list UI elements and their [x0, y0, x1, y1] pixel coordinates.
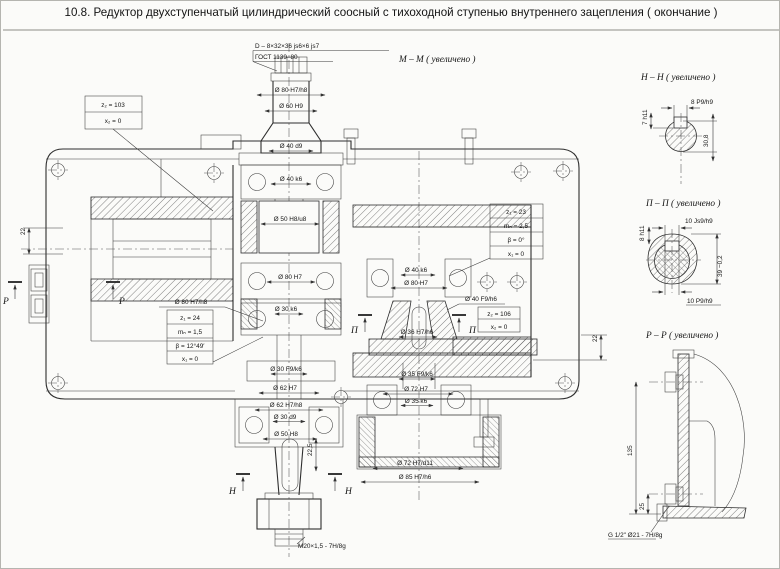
- gear-table-z103: z₂ = 103 x₂ = 0: [84, 95, 214, 212]
- dim-thread-m20: M20×1,5 - 7H/8g: [298, 543, 346, 550]
- dim-rr-span: 135: [627, 445, 634, 456]
- dimensions: Ø 80 H7/h8 Ø 60 H9 Ø 40 d9 Ø 40 k6 Ø 50 …: [20, 87, 607, 550]
- view-label-pp: П – П ( увеличено ): [645, 198, 720, 209]
- view-label-rr: Р – Р ( увеличено ): [645, 330, 718, 341]
- bolt-hole: [506, 271, 528, 293]
- dim-d30f9k6: Ø 30 F9/k6: [270, 366, 302, 373]
- dim-d40d9: Ø 40 d9: [280, 143, 303, 150]
- gear-table-z106: z₂ = 106 x₂ = 0: [477, 306, 521, 333]
- bearing-ball: [316, 173, 334, 191]
- section-letter-pi: П: [468, 326, 477, 336]
- view-label-hh: Н – Н ( увеличено ): [640, 72, 715, 83]
- gear-param: β = 0°: [507, 236, 525, 244]
- intermediate-shaft: [366, 258, 538, 416]
- bolt-hole: [203, 162, 225, 184]
- gear-table-z23: z₁ = 23 mₙ = 2,5 β = 0° x₁ = 0: [448, 203, 544, 277]
- section-letter-p: Р: [2, 297, 9, 307]
- dim-d36h7h6: Ø 36 H7/h6: [401, 329, 434, 336]
- spline-designation: D – 8×32×36 js6×6 js7: [255, 43, 320, 50]
- bearing-ball: [316, 272, 334, 290]
- gear-param: z₂ = 103: [101, 102, 125, 109]
- gear-param: x₁ = 0: [508, 251, 525, 258]
- bolt-hole: [476, 271, 498, 293]
- bolt-hole: [510, 161, 532, 183]
- bearing-ball: [245, 416, 263, 434]
- dim-22-5: 22,5: [307, 443, 314, 456]
- bottom-cover: [356, 398, 502, 470]
- output-shaft: [234, 398, 344, 547]
- section-letter-h: Н: [344, 487, 353, 497]
- gear-param: x₁ = 0: [182, 356, 199, 363]
- gear-param: x₂ = 0: [491, 324, 508, 331]
- dim-pp-height: 39 −0,2: [717, 255, 724, 277]
- dim-d35f9k6: Ø 35 F9/k6: [401, 371, 433, 378]
- gear-table-z24: z₁ = 24 mₙ = 1,5 β = 12°49′ x₁ = 0: [166, 309, 264, 365]
- section-letter-p: Р: [118, 297, 125, 307]
- bolt-hole: [47, 372, 69, 394]
- bearing-ball: [315, 416, 333, 434]
- bolt-hole: [552, 160, 574, 182]
- housing: [28, 128, 580, 408]
- dim-22-right: 22: [592, 334, 599, 342]
- detail-hh: Н – Н ( увеличено ) 8 P9/h9 7 h11 30,8: [640, 72, 717, 184]
- cover-stud: [473, 398, 495, 448]
- dim-pp-key-depth: 8 h11: [639, 225, 646, 241]
- dim-d40k6-right: Ø 40 k6: [405, 267, 428, 274]
- dim-22-left: 22: [20, 227, 27, 235]
- gear-wheel-z103: [90, 165, 234, 341]
- dim-d85h7h6: Ø 85 H7/h6: [399, 474, 432, 481]
- dim-d30k6: Ø 30 k6: [275, 306, 298, 313]
- dim-d30d9: Ø 30 d9: [274, 414, 297, 421]
- bolt-hole: [554, 372, 576, 394]
- detail-pp: П – П ( увеличено ) 10 Js9/h9 8 h11 39 −…: [639, 198, 724, 306]
- central-joint: [240, 200, 342, 399]
- dim-d60h9: Ø 60 H9: [279, 103, 303, 110]
- dim-d72h7d11: Ø 72 H7/d11: [397, 460, 433, 467]
- view-label-mm: М – М ( увеличено ): [398, 54, 476, 65]
- dim-d40k6-center: Ø 40 k6: [280, 176, 303, 183]
- flange-bolt: [343, 128, 359, 165]
- dim-hh-height: 30,8: [703, 134, 710, 147]
- gear-param: mₙ = 1,5: [178, 329, 202, 336]
- detail-rr: Р – Р ( увеличено ) 135 25 G 1/2" Ø21 - …: [608, 330, 747, 540]
- dim-d80h7-center: Ø 80 H7: [278, 274, 302, 281]
- gear-param: z₂ = 106: [487, 311, 511, 318]
- dim-d50h8u8: Ø 50 H8/u8: [274, 216, 307, 223]
- dim-d62h7: Ø 62 H7: [273, 385, 297, 392]
- dim-pp-key-bottom: 10 P9/h9: [687, 298, 713, 305]
- spline-gost: ГОСТ 1139–80: [255, 54, 298, 61]
- dim-rr-offset: 25: [639, 502, 646, 510]
- bearing-ball: [371, 269, 389, 287]
- dim-d80h7h8-top: Ø 80 H7/h8: [275, 87, 308, 94]
- dim-pp-key-top: 10 Js9/h9: [685, 218, 713, 225]
- dim-d80h7-right: Ø 80 H7: [404, 280, 428, 287]
- gear-param: z₁ = 23: [506, 209, 526, 216]
- dim-d62h7h8: Ø 62 H7/h8: [270, 402, 303, 409]
- page-title: 10.8. Редуктор двухступенчатый цилиндрич…: [65, 6, 718, 19]
- spline-callout: D – 8×32×36 js6×6 js7 ГОСТ 1139–80: [252, 43, 389, 72]
- dim-d35k6: Ø 35 k6: [405, 398, 428, 405]
- gear-param: z₁ = 24: [180, 315, 200, 322]
- bolt-hole: [47, 159, 69, 181]
- dim-hh-key-width: 8 P9/h9: [691, 99, 713, 106]
- dim-rr-plug-thread: G 1/2" Ø21 - 7H/8g: [608, 532, 663, 539]
- gear-param: x₂ = 0: [105, 118, 122, 125]
- section-marks: Р Р П П Н Н: [2, 281, 477, 497]
- bolt-hole: [330, 386, 352, 408]
- bearing-ball: [248, 272, 266, 290]
- bearing-ball: [248, 173, 266, 191]
- section-letter-pi: П: [350, 326, 359, 336]
- flange-bolt: [461, 128, 477, 165]
- gear-param: mₙ = 2,5: [504, 223, 528, 230]
- dim-d80h7h8-left: Ø 80 H7/h8: [175, 299, 208, 306]
- dim-hh-key-depth: 7 h11: [642, 109, 649, 125]
- dim-d72h7: Ø 72 H7: [404, 386, 428, 393]
- dim-d40f9h6: Ø 40 F9/h6: [465, 296, 497, 303]
- oil-plug-boss: [28, 264, 50, 324]
- dim-d50h8: Ø 50 H8: [274, 431, 298, 438]
- gear-param: β = 12°49′: [176, 342, 206, 350]
- section-letter-h: Н: [228, 487, 237, 497]
